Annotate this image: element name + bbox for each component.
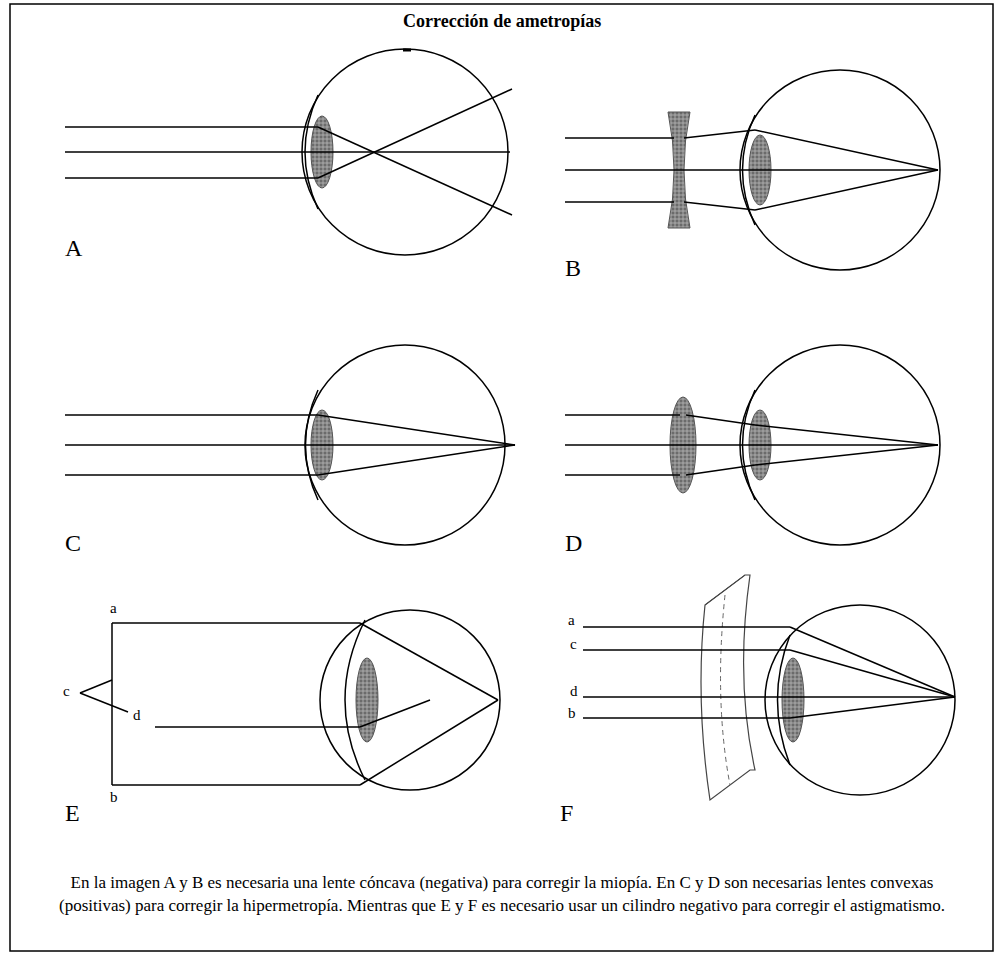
ray-letter: c bbox=[63, 683, 70, 700]
figure-letter: C bbox=[65, 530, 81, 557]
ray-letter: c bbox=[570, 636, 577, 653]
eye-b bbox=[565, 70, 940, 270]
figure-letter: A bbox=[65, 235, 82, 262]
eye-a bbox=[65, 49, 512, 255]
ray-letter: d bbox=[133, 707, 141, 724]
ray-letter: b bbox=[110, 789, 118, 806]
eye-d bbox=[565, 345, 940, 545]
eye-f bbox=[583, 575, 955, 800]
figure-letter: E bbox=[65, 800, 80, 827]
eye-e bbox=[80, 610, 500, 790]
frame bbox=[10, 4, 993, 951]
figure-letter: F bbox=[560, 800, 573, 827]
ray-letter: b bbox=[568, 705, 576, 722]
title: Corrección de ametropías bbox=[403, 11, 601, 32]
ray-letter: d bbox=[570, 683, 578, 700]
ray-letter: a bbox=[110, 600, 117, 617]
figure-letter: B bbox=[565, 255, 581, 282]
eye-c bbox=[65, 345, 515, 545]
caption: En la imagen A y B es necesaria una lent… bbox=[52, 872, 952, 918]
ray-letter: a bbox=[568, 612, 575, 629]
figure-letter: D bbox=[565, 530, 582, 557]
